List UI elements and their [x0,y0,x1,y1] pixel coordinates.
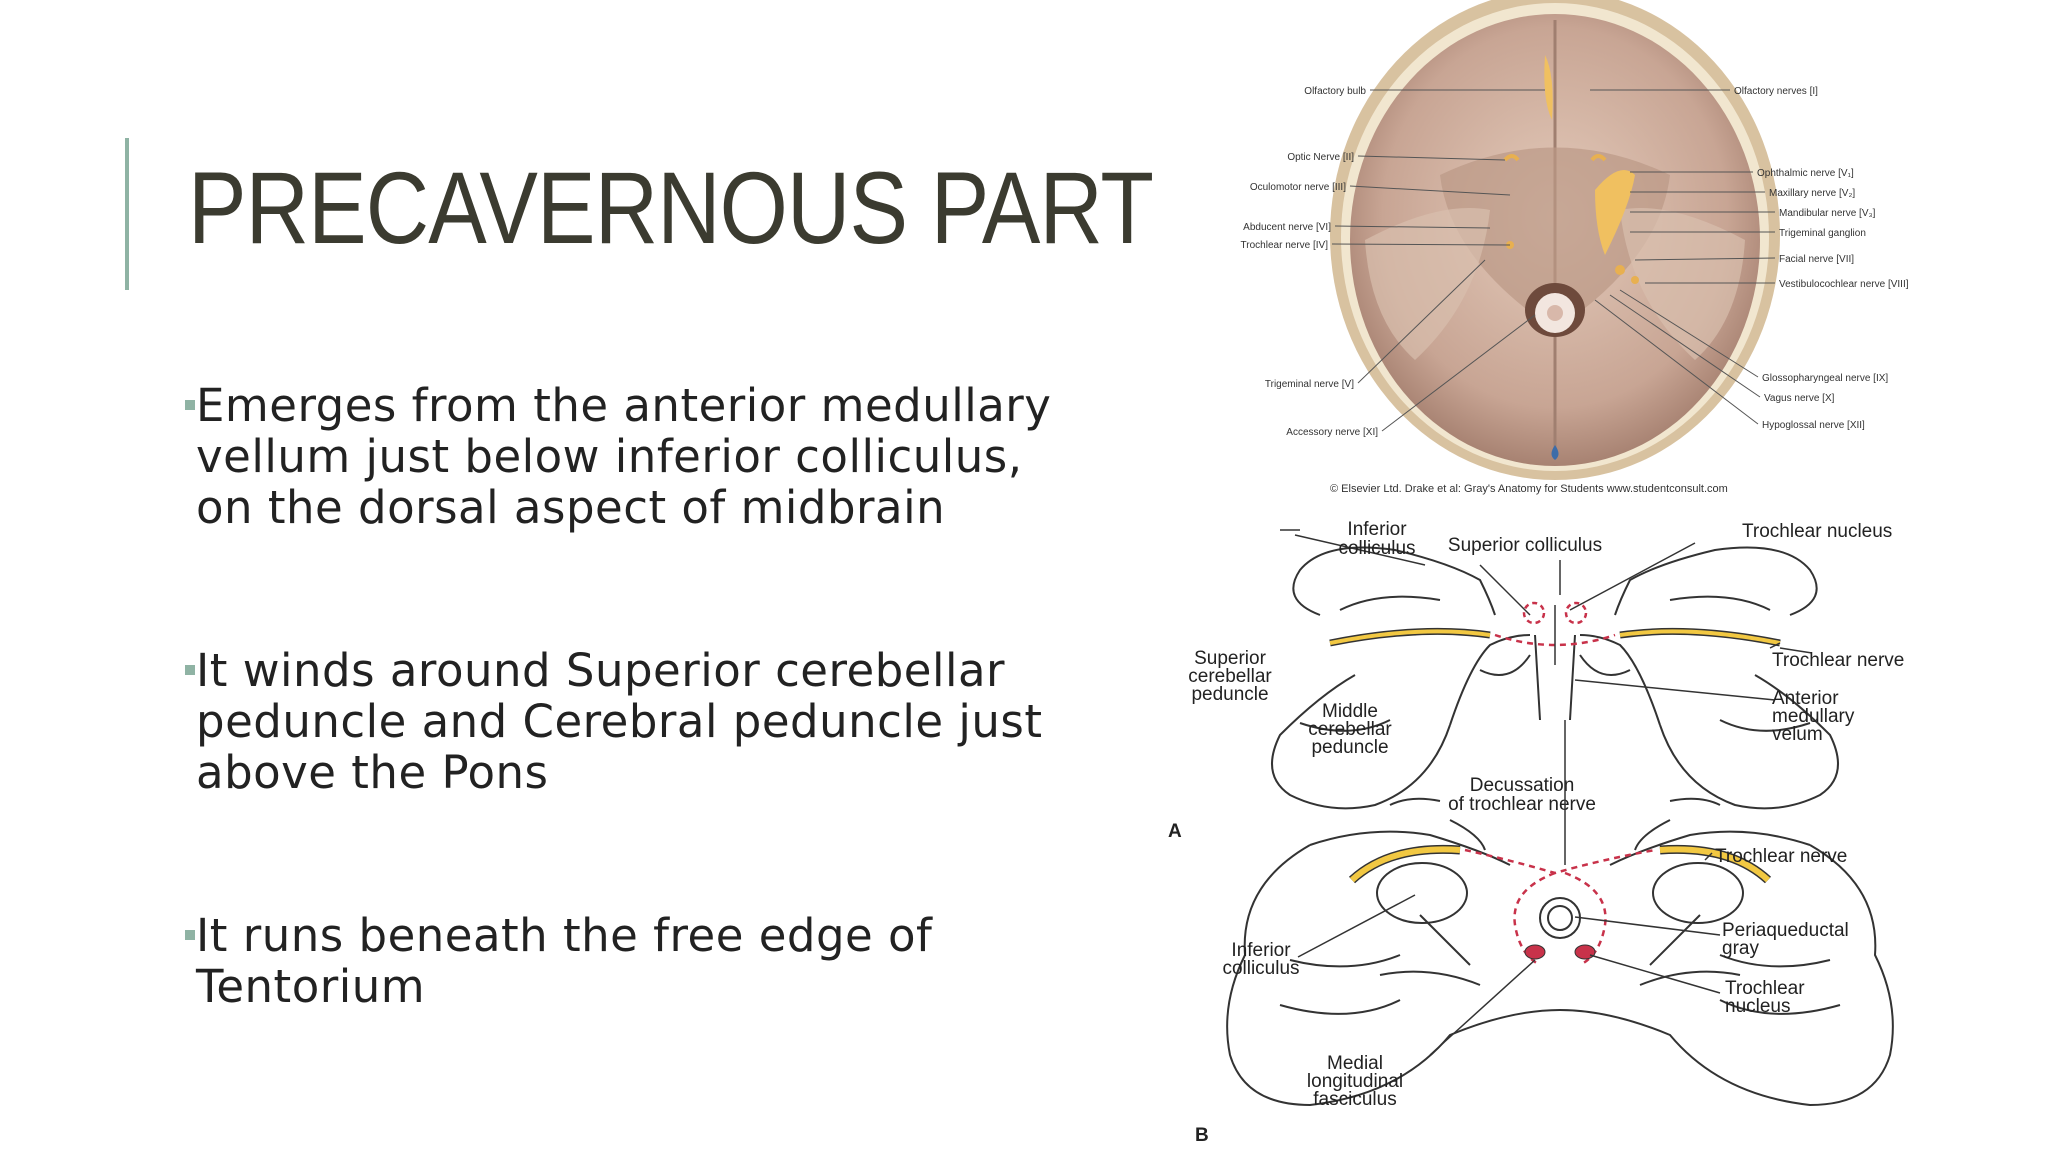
label-a-middle-cerebellar-peduncle-3: peduncle [1311,737,1388,758]
bullet-item: Emerges from the anterior medullary vell… [180,380,1080,533]
label-hypoglossal-nerve: Hypoglossal nerve [XII] [1762,420,1865,431]
bullet-marker [185,400,195,410]
title-accent-line [125,138,129,290]
label-olfactory-bulb: Olfactory bulb [1304,86,1366,97]
label-b-mlf-2: longitudinal [1307,1071,1403,1092]
panel-b-letter: B [1195,1125,1209,1146]
label-b-mlf-3: fasciculus [1313,1089,1396,1110]
leader-lines-a [1280,529,1813,701]
label-oculomotor-nerve: Oculomotor nerve [III] [1250,182,1346,193]
label-a-decussation-1: Decussation [1470,775,1575,796]
bullet-line: It winds around Superior cerebellar [196,644,1006,697]
slide-title: PRECAVERNOUS PART [188,151,1154,265]
trochlear-nerve-a [1329,601,1781,647]
label-a-superior-cerebellar-peduncle-1: Superior [1194,648,1266,669]
bullet-line: vellum just below inferior colliculus, [196,430,1023,483]
bullet-line: Tentorium [196,960,426,1013]
label-b-trochlear-nucleus-2: nucleus [1725,996,1791,1017]
bullet-marker [185,665,195,675]
label-vagus-nerve: Vagus nerve [X] [1764,393,1835,404]
bullet-line: It runs beneath the free edge of [196,909,933,962]
panel-a-letter: A [1168,821,1182,842]
label-facial-nerve: Facial nerve [VII] [1779,254,1854,265]
label-a-superior-cerebellar-peduncle-3: peduncle [1191,684,1268,705]
bullet-list: Emerges from the anterior medullary vell… [180,380,1080,1124]
bullet-marker [185,930,195,940]
label-a-middle-cerebellar-peduncle-1: Middle [1322,701,1378,722]
label-trigeminal-ganglion: Trigeminal ganglion [1779,228,1866,239]
label-a-inferior-colliculus-2: colliculus [1338,538,1415,559]
label-olfactory-nerves: Olfactory nerves [I] [1734,86,1818,97]
label-b-periaqueductal-gray-1: Periaqueductal [1722,920,1849,941]
label-b-trochlear-nerve: Trochlear nerve [1715,846,1847,867]
figure-credit: © Elsevier Ltd. Drake et al: Gray's Anat… [1330,483,1728,495]
label-trochlear-nerve: Trochlear nerve [IV] [1241,240,1329,251]
leader-lines-b [1297,720,1721,1056]
bullet-line: Emerges from the anterior medullary [196,379,1052,432]
label-a-anterior-medullary-velum-2: medullary [1772,706,1855,727]
bullet-item: It runs beneath the free edge of Tentori… [180,910,1080,1012]
bullet-item: It winds around Superior cerebellar pedu… [180,645,1080,798]
label-a-middle-cerebellar-peduncle-2: cerebellar [1308,719,1392,740]
bullet-line: above the Pons [196,746,549,799]
label-b-mlf-1: Medial [1327,1053,1383,1074]
label-a-decussation-2: of trochlear nerve [1448,794,1596,815]
label-mandibular-nerve: Mandibular nerve [V₃] [1779,208,1876,219]
label-accessory-nerve: Accessory nerve [XI] [1286,427,1378,438]
label-b-inferior-colliculus-1: Inferior [1231,940,1291,961]
label-a-trochlear-nerve: Trochlear nerve [1772,650,1904,671]
label-abducent-nerve: Abducent nerve [VI] [1243,222,1331,233]
label-a-trochlear-nucleus: Trochlear nucleus [1742,521,1892,542]
trochlear-nerve-b [1348,844,1772,967]
bullet-line: peduncle and Cerebral peduncle just [196,695,1043,748]
brainstem-outline-a [1271,546,1839,851]
label-ophthalmic-nerve: Ophthalmic nerve [V₁] [1757,168,1854,179]
label-optic-nerve: Optic Nerve [II] [1287,152,1354,163]
skull-base-drawing [1330,0,1780,480]
leader-lines [1331,89,1776,432]
label-a-anterior-medullary-velum-3: velum [1772,724,1823,745]
label-a-superior-cerebellar-peduncle-2: cerebellar [1188,666,1272,687]
label-glossopharyngeal-nerve: Glossopharyngeal nerve [IX] [1762,373,1888,384]
label-a-anterior-medullary-velum-1: Anterior [1772,688,1839,709]
label-maxillary-nerve: Maxillary nerve [V₂] [1769,188,1855,199]
label-a-inferior-colliculus-1: Inferior [1347,519,1407,540]
label-a-superior-colliculus: Superior colliculus [1448,535,1602,556]
trochlear-nerve-diagram: Inferior colliculus Superior colliculus … [1168,519,1904,1146]
bullet-line: on the dorsal aspect of midbrain [196,481,946,534]
label-b-trochlear-nucleus-1: Trochlear [1725,978,1805,999]
label-trigeminal-nerve: Trigeminal nerve [V] [1265,379,1354,390]
label-vestibulocochlear-nerve: Vestibulocochlear nerve [VIII] [1779,279,1909,290]
cranial-base-illustration: Olfactory bulb Optic Nerve [II] Oculomot… [1241,0,1909,495]
label-b-periaqueductal-gray-2: gray [1722,938,1759,959]
label-b-inferior-colliculus-2: colliculus [1222,958,1299,979]
